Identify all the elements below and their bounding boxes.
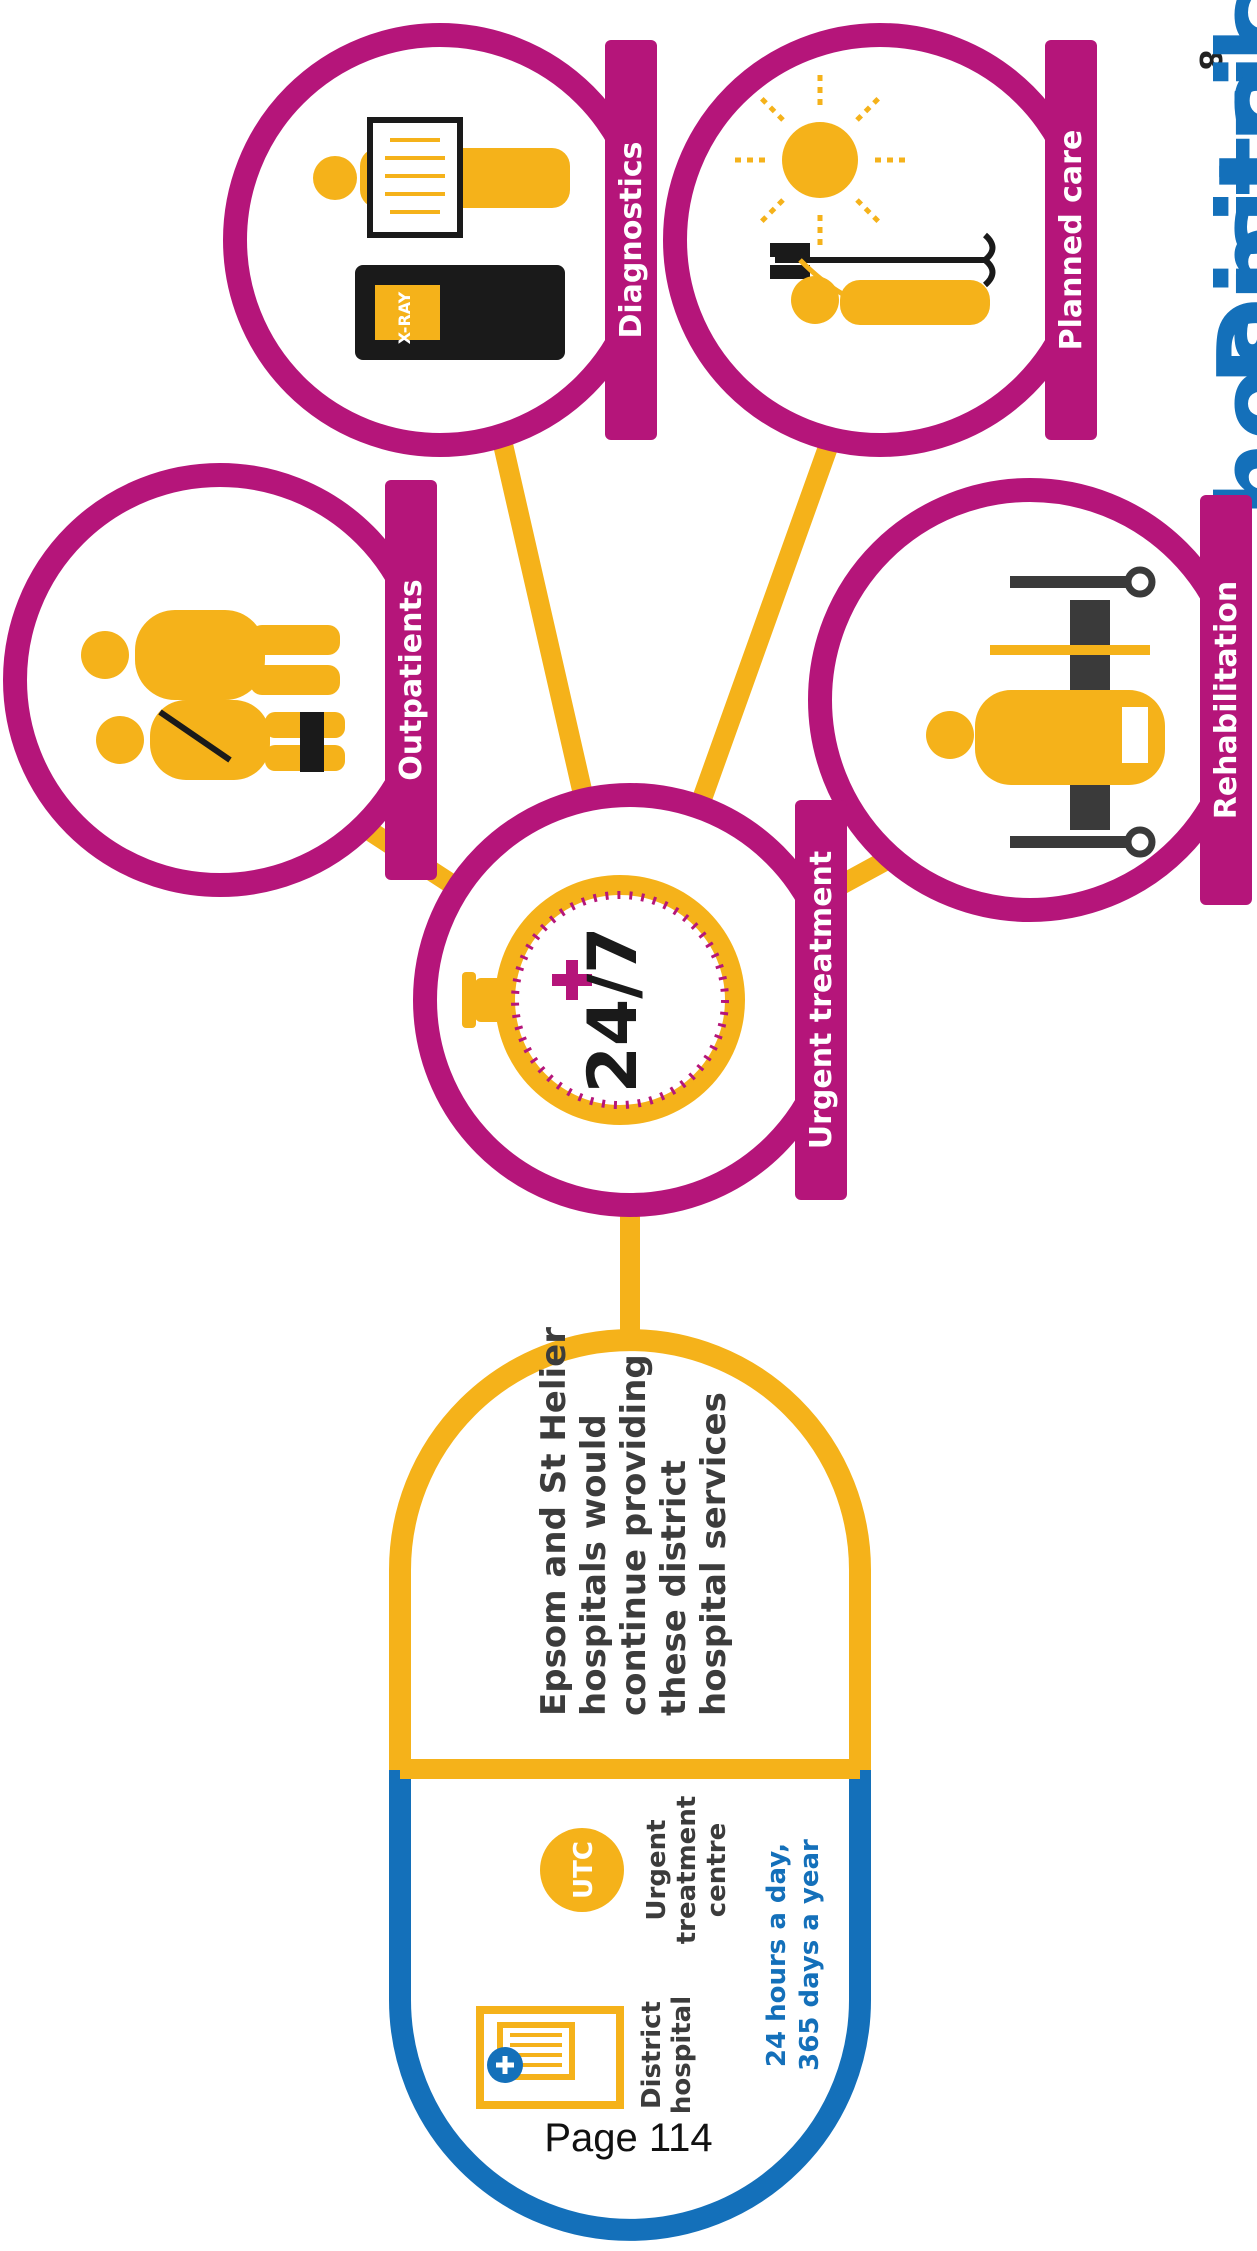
planned-care-icon <box>735 70 996 325</box>
urgent-treatment-node: Urgent treatment 24/7 <box>413 783 847 1217</box>
outpatients-label-band <box>385 480 437 880</box>
rehabilitation-icon <box>926 566 1165 858</box>
diagnostics-label: Diagnostics <box>614 142 649 339</box>
rehabilitation-label: Rehabilitation <box>1209 581 1244 820</box>
stopwatch-icon: 24/7 <box>462 875 745 1125</box>
statement-line-5: hospital services <box>694 1392 734 1716</box>
utc-badge-text: UTC <box>569 1841 599 1899</box>
hours-line-2: 365 days a year <box>795 1839 825 2071</box>
rehabilitation-label-band <box>1200 495 1252 905</box>
utc-caption-line-2: treatment <box>672 1796 702 1945</box>
clock-text: 24/7 <box>574 927 653 1094</box>
page-title: District hospital <box>1196 0 1257 518</box>
urgent-treatment-label-band <box>795 800 847 1200</box>
hospital-building-icon <box>476 2006 624 2109</box>
diagnostics-node: Diagnostics X-RAY <box>223 23 657 457</box>
outpatients-node: Outpatients <box>3 463 437 897</box>
outpatients-icon <box>81 610 345 780</box>
pill-amber-half <box>389 1329 871 1781</box>
urgent-treatment-label: Urgent treatment <box>804 851 839 1150</box>
page-footer-label: Page 114 <box>544 2116 713 2160</box>
district-caption: District hospital <box>637 1996 697 2114</box>
pill-statement: Epsom and St Helier hospitals would cont… <box>534 1327 734 1716</box>
district-caption-line-2: hospital <box>667 1996 697 2114</box>
planned-care-label: Planned care <box>1054 130 1089 351</box>
statement-line-3: continue providing <box>614 1354 654 1716</box>
rehabilitation-node: Rehabilitation <box>808 478 1252 922</box>
statement-line-2: hospitals would <box>574 1414 614 1716</box>
diagnostics-label-band <box>605 40 657 440</box>
pill-blue-half <box>389 1770 871 2241</box>
planned-care-node: Planned care <box>663 23 1097 457</box>
utc-caption-line-3: centre <box>702 1823 732 1917</box>
hours-line-1: 24 hours a day, <box>762 1843 792 2067</box>
utc-badge: UTC <box>540 1828 624 1912</box>
statement-line-1: Epsom and St Helier <box>534 1327 574 1716</box>
title-line-2: hospital <box>1196 26 1257 517</box>
xray-icon: X-RAY <box>313 117 570 360</box>
page-number: 8 <box>1192 50 1227 71</box>
outpatients-label: Outpatients <box>394 579 429 780</box>
district-caption-line-1: District <box>637 2001 667 2109</box>
statement-line-4: these district <box>654 1460 694 1716</box>
utc-caption-line-1: Urgent <box>642 1819 672 1920</box>
district-hospital-pill: Epsom and St Helier hospitals would cont… <box>389 1327 871 2241</box>
xray-label: X-RAY <box>395 291 414 344</box>
planned-care-label-band <box>1045 40 1097 440</box>
title-line-1: District <box>1196 0 1257 386</box>
utc-caption: Urgent treatment centre <box>642 1796 732 1945</box>
hours-text: 24 hours a day, 365 days a year <box>762 1839 825 2071</box>
